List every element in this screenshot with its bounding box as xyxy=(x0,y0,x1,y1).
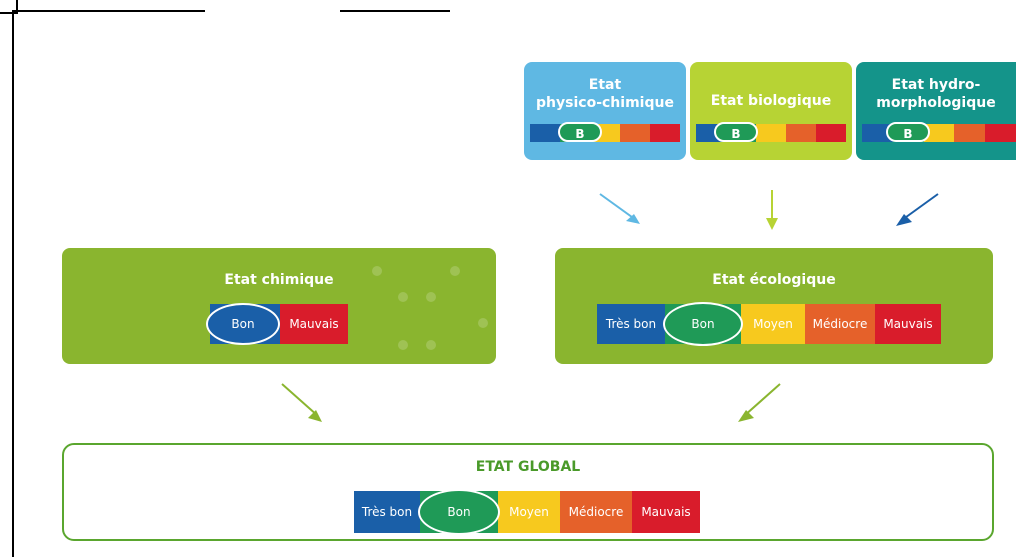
box-hydromorphologique: Etat hydro- morphologique B xyxy=(856,62,1016,160)
scale-cell-mediocre xyxy=(954,124,986,142)
scale-cell-tres-bon: Très bon xyxy=(354,491,420,533)
mini-scale xyxy=(530,124,680,142)
arrow-eco-to-global xyxy=(738,383,781,422)
scale-ecologique: Très bon Moyen Médiocre Mauvais xyxy=(597,304,941,344)
box-physico-chimique: Etat physico-chimique B xyxy=(524,62,686,160)
box-biologique: Etat biologique B xyxy=(690,62,852,160)
frame-corner xyxy=(0,0,18,14)
scale-cell-mauvais xyxy=(650,124,680,142)
box-etat-ecologique: Etat écologique Très bon Moyen Médiocre … xyxy=(555,248,993,364)
decoration-molecule xyxy=(372,266,382,276)
oval-bon-selected: Bon xyxy=(418,489,500,535)
box-title: Etat physico-chimique xyxy=(536,77,674,111)
scale-cell-mauvais: Mauvais xyxy=(875,304,941,344)
decoration-molecule xyxy=(398,292,408,302)
decoration-molecule xyxy=(478,318,488,328)
title-etat-global: ETAT GLOBAL xyxy=(475,459,581,475)
decoration-molecule xyxy=(398,340,408,350)
frame-gap xyxy=(450,8,1016,14)
scale-cell-moyen: Moyen xyxy=(741,304,805,344)
oval-bon-selected: Bon xyxy=(663,302,743,346)
badge-b: B xyxy=(886,122,930,142)
arrow-chimique-to-global xyxy=(281,383,322,422)
scale-cell-mauvais xyxy=(985,124,1016,142)
scale-cell-tres-bon xyxy=(530,124,560,142)
scale-cell-tres-bon: Très bon xyxy=(597,304,665,344)
scale-cell-mediocre xyxy=(786,124,816,142)
box-title: Etat biologique xyxy=(710,93,832,109)
scale-cell-tres-bon xyxy=(862,124,893,142)
title-etat-chimique: Etat chimique xyxy=(224,272,334,288)
scale-cell-moyen xyxy=(923,124,955,142)
scale-cell-mauvais xyxy=(816,124,846,142)
decoration-molecule xyxy=(426,292,436,302)
scale-global: Très bon Moyen Médiocre Mauvais xyxy=(354,491,700,533)
oval-bon-selected: Bon xyxy=(206,303,280,345)
title-etat-ecologique: Etat écologique xyxy=(712,272,836,288)
scale-cell-moyen xyxy=(756,124,786,142)
scale-cell-mauvais: Mauvais xyxy=(280,304,348,344)
arrow-hydro-to-eco xyxy=(896,193,939,226)
scale-cell-mediocre: Médiocre xyxy=(560,491,632,533)
box-title: Etat hydro- morphologique xyxy=(876,77,996,111)
badge-b: B xyxy=(558,122,602,142)
arrow-biologique-to-eco xyxy=(766,190,778,230)
frame-gap xyxy=(205,8,340,14)
decoration-molecule xyxy=(450,266,460,276)
scale-cell-mauvais: Mauvais xyxy=(632,491,700,533)
scale-cell-mediocre: Médiocre xyxy=(805,304,875,344)
box-etat-global: ETAT GLOBAL Très bon Moyen Médiocre Mauv… xyxy=(62,443,994,541)
scale-cell-moyen: Moyen xyxy=(498,491,560,533)
box-etat-chimique: Etat chimique Mauvais Bon xyxy=(62,248,496,364)
scale-cell-mediocre xyxy=(620,124,650,142)
badge-b: B xyxy=(714,122,758,142)
arrow-physico-to-eco xyxy=(599,193,640,224)
decoration-molecule xyxy=(426,340,436,350)
